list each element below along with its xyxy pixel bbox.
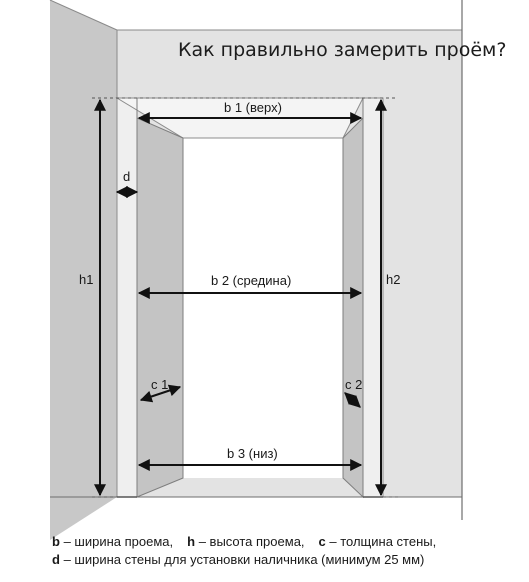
legend-text-b: – ширина проема, — [59, 534, 174, 549]
legend-line-1: b – ширина проема, h – высота проема, c – … — [52, 533, 522, 551]
legend-key-h: h — [187, 534, 196, 549]
b3-label: b 3 (низ) — [227, 446, 278, 461]
legend-text-c: – толщина стены, — [325, 534, 437, 549]
c1-arrow — [139, 384, 182, 403]
legend-key-c: c — [318, 534, 326, 549]
b2-label: b 2 (средина) — [211, 273, 291, 288]
d-label: d — [123, 169, 130, 184]
left-reveal — [136, 117, 184, 498]
c1-label: c 1 — [151, 377, 168, 392]
c2-arrow — [344, 392, 361, 408]
right-reveal — [342, 116, 364, 499]
b1-label: b 1 (верх) — [224, 100, 282, 115]
legend-line-2: d – ширина стены для установки наличника… — [52, 551, 522, 569]
legend-text-h: – высота проема, — [195, 534, 305, 549]
title: Как правильно замерить проём? — [178, 39, 506, 61]
legend-key-d: d — [52, 552, 60, 567]
c2-label: c 2 — [345, 377, 362, 392]
left-wall-panel — [116, 97, 138, 498]
door-opening — [183, 138, 343, 478]
left-side-wall — [50, 0, 117, 540]
legend-key-b: b — [52, 534, 60, 549]
legend-text-d: – ширина стены для установки наличника (… — [59, 552, 425, 567]
h2-label: h2 — [386, 272, 400, 287]
h1-label: h1 — [79, 272, 93, 287]
